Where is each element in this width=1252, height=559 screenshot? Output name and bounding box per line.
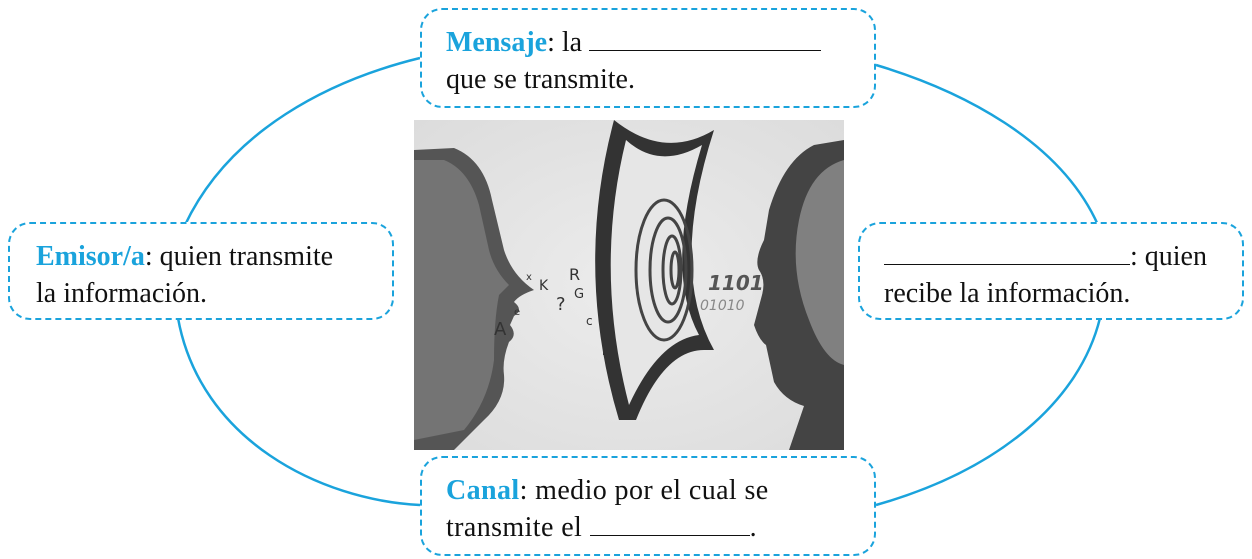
svg-text:?: ?	[556, 294, 566, 315]
mensaje-keyword: Mensaje	[446, 27, 548, 58]
curve-mensaje-receptor	[875, 63, 1100, 226]
emisor-box: Emisor/a: quien transmite la información…	[8, 222, 394, 320]
receptor-text2: recibe la información.	[884, 278, 1131, 309]
mensaje-line1: Mensaje: la	[446, 24, 874, 61]
svg-text:K: K	[539, 278, 549, 294]
receptor-text1: : quien	[1130, 241, 1207, 272]
canal-line1: Canal: medio por el cual se	[446, 472, 874, 509]
canal-line2: transmite el .	[446, 509, 874, 546]
mensaje-text2: que se transmite.	[446, 64, 635, 95]
curve-canal-emisor	[176, 317, 421, 507]
communication-illustration: K ? R G x A c n e 11010110 01010	[414, 120, 844, 450]
mensaje-box: Mensaje: la que se transmite.	[420, 8, 876, 108]
receptor-blank[interactable]	[884, 238, 1130, 265]
canal-box: Canal: medio por el cual se transmite el…	[420, 456, 876, 556]
curve-receptor-canal	[875, 317, 1102, 507]
emisor-text1: : quien transmite	[144, 241, 334, 272]
svg-text:c: c	[586, 314, 593, 328]
canal-text3: .	[749, 512, 758, 543]
receptor-line1: : quien	[884, 238, 1242, 275]
emisor-keyword: Emisor/a	[36, 241, 145, 272]
emisor-line1: Emisor/a: quien transmite	[36, 238, 392, 275]
emisor-text2: la información.	[36, 278, 208, 309]
canal-text1: : medio por el cual se	[519, 475, 769, 506]
receptor-box: : quien recibe la información.	[858, 222, 1244, 320]
canal-keyword: Canal	[446, 475, 520, 506]
canal-blank[interactable]	[589, 509, 750, 536]
svg-text:01010: 01010	[700, 298, 745, 314]
svg-text:G: G	[574, 287, 584, 302]
canal-text2: transmite el	[446, 512, 583, 543]
svg-text:e: e	[514, 307, 520, 318]
svg-text:A: A	[494, 319, 507, 340]
curve-emisor-mensaje	[183, 56, 421, 226]
svg-text:R: R	[569, 265, 580, 284]
svg-text:x: x	[526, 272, 532, 283]
mensaje-blank[interactable]	[589, 24, 822, 51]
mensaje-text1: : la	[547, 27, 583, 58]
